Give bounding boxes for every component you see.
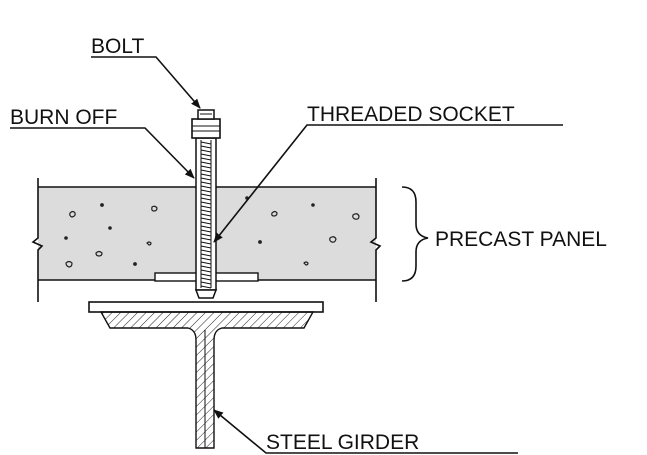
label-threaded-socket: THREADED SOCKET (307, 103, 515, 126)
label-precast-panel: PRECAST PANEL (435, 228, 607, 251)
label-steel-girder: STEEL GIRDER (266, 431, 419, 454)
label-burn-off: BURN OFF (10, 106, 117, 129)
label-bolt: BOLT (91, 35, 144, 58)
aggregate-specks (64, 196, 360, 268)
bolt-head-bottom (194, 289, 218, 299)
leader-lines (10, 56, 563, 454)
steel-girder (88, 301, 324, 449)
panel-brace (401, 186, 429, 282)
bolt-nut (191, 109, 221, 139)
threaded-socket (195, 137, 217, 291)
